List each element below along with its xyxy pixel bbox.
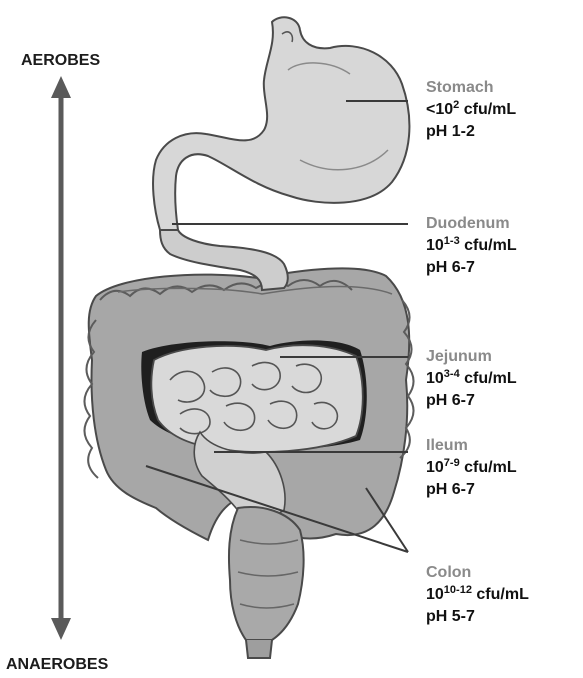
anaerobes-label: ANAEROBES [6, 654, 108, 676]
bacterial-count: 107-9 cfu/mL [426, 457, 517, 479]
count-unit: cfu/mL [464, 459, 516, 476]
stomach-annotation: Stomach <102 cfu/mL pH 1-2 [426, 77, 516, 143]
count-exponent: 3-4 [444, 368, 460, 380]
bacterial-count: 1010-12 cfu/mL [426, 584, 529, 606]
jejunum-annotation: Jejunum 103-4 cfu/mL pH 6-7 [426, 346, 517, 412]
count-base: 10 [426, 370, 444, 387]
ph-range: pH 6-7 [426, 479, 517, 501]
count-unit: cfu/mL [464, 370, 516, 387]
aerobes-label: AEROBES [21, 50, 100, 72]
count-base: 10 [426, 237, 444, 254]
duodenum-annotation: Duodenum 101-3 cfu/mL pH 6-7 [426, 213, 517, 279]
ileum-annotation: Ileum 107-9 cfu/mL pH 6-7 [426, 435, 517, 501]
stomach-illustration [153, 17, 409, 230]
organ-name: Duodenum [426, 213, 517, 235]
colon-annotation: Colon 1010-12 cfu/mL pH 5-7 [426, 562, 529, 628]
bacterial-count: 103-4 cfu/mL [426, 368, 517, 390]
aerobe-anaerobe-axis-arrow [51, 76, 71, 640]
bacterial-count: 101-3 cfu/mL [426, 235, 517, 257]
ph-range: pH 6-7 [426, 390, 517, 412]
organ-name: Stomach [426, 77, 516, 99]
ph-range: pH 6-7 [426, 257, 517, 279]
count-unit: cfu/mL [476, 586, 528, 603]
count-base: <10 [426, 101, 453, 118]
rectum-illustration [229, 507, 304, 658]
count-base: 10 [426, 586, 444, 603]
count-exponent: 7-9 [444, 457, 460, 469]
organ-name: Ileum [426, 435, 517, 457]
bacterial-count: <102 cfu/mL [426, 99, 516, 121]
count-exponent: 10-12 [444, 584, 472, 596]
count-exponent: 1-3 [444, 235, 460, 247]
count-exponent: 2 [453, 99, 459, 111]
count-unit: cfu/mL [464, 101, 516, 118]
organ-name: Jejunum [426, 346, 517, 368]
count-unit: cfu/mL [464, 237, 516, 254]
count-base: 10 [426, 459, 444, 476]
organ-name: Colon [426, 562, 529, 584]
ph-range: pH 5-7 [426, 606, 529, 628]
ph-range: pH 1-2 [426, 121, 516, 143]
